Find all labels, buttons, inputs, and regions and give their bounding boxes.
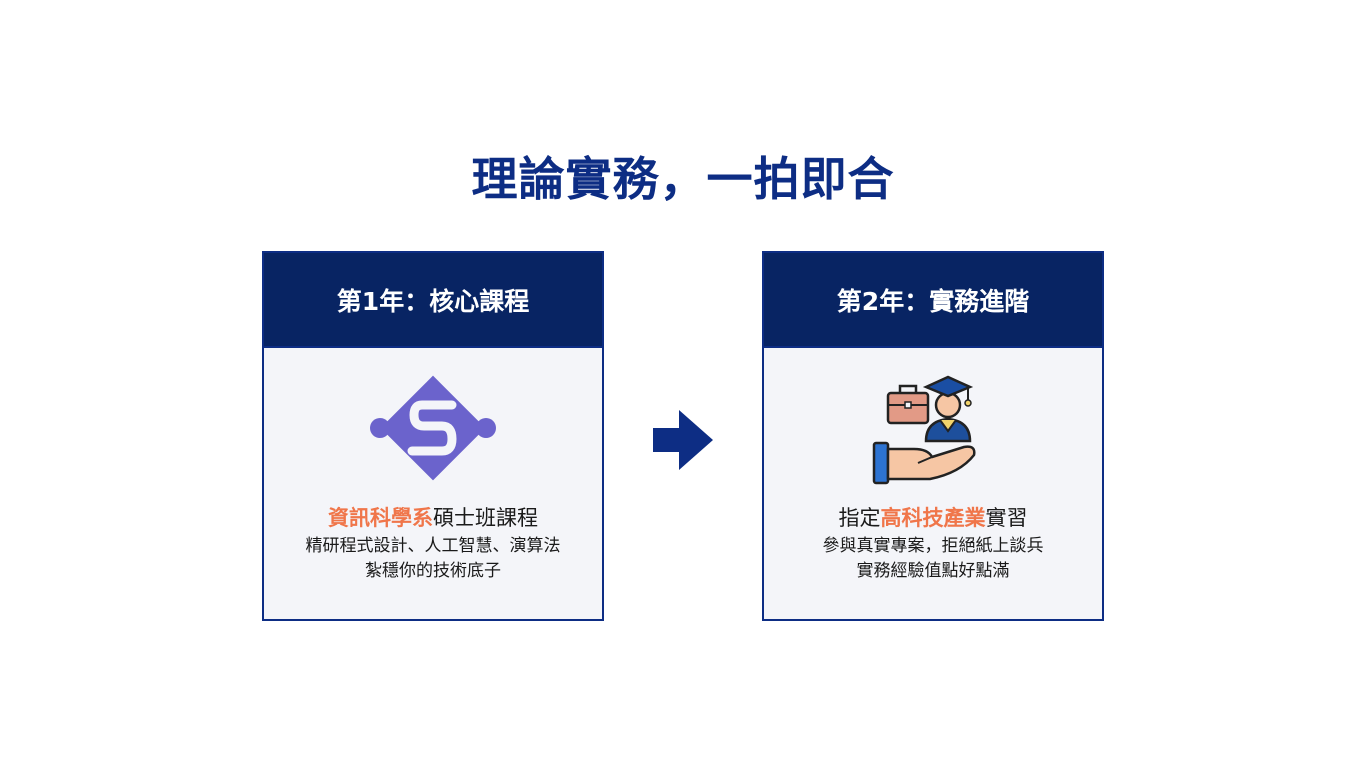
card-year-2: 第2年：實務進階 指定高科技產業實習 參與真實專案，拒絕紙上談兵 實務經驗值點 bbox=[762, 251, 1104, 621]
card-headline: 指定高科技產業實習 bbox=[764, 502, 1102, 534]
page-title: 理論實務，一拍即合 bbox=[471, 152, 895, 206]
card-line: 參與真實專案，拒絕紙上談兵 bbox=[822, 536, 1044, 556]
dept-logo-icon bbox=[370, 375, 496, 481]
headline-post: 實習 bbox=[985, 506, 1028, 530]
card-text: 資訊科學系碩士班課程 精研程式設計、人工智慧、演算法 紮穩你的技術底子 bbox=[264, 502, 602, 584]
card-header: 第2年：實務進階 bbox=[764, 253, 1102, 348]
card-line: 精研程式設計、人工智慧、演算法 bbox=[305, 536, 561, 556]
card-year-1: 第1年：核心課程 資訊科學系碩士班課程 精研程式設計、人工智慧、演算法 紮穩你的… bbox=[262, 251, 604, 621]
card-line: 實務經驗值點好點滿 bbox=[856, 561, 1010, 581]
graduate-career-icon bbox=[872, 375, 976, 485]
arrow-right-icon bbox=[653, 410, 713, 470]
headline-pre: 指定 bbox=[838, 506, 881, 530]
card-header: 第1年：核心課程 bbox=[264, 253, 602, 348]
card-line: 紮穩你的技術底子 bbox=[365, 561, 501, 581]
headline-highlight: 高科技產業 bbox=[880, 506, 986, 530]
headline-post: 碩士班課程 bbox=[433, 506, 538, 530]
card-headline: 資訊科學系碩士班課程 bbox=[264, 502, 602, 534]
card-text: 指定高科技產業實習 參與真實專案，拒絕紙上談兵 實務經驗值點好點滿 bbox=[764, 502, 1102, 584]
headline-highlight: 資訊科學系 bbox=[328, 506, 433, 530]
